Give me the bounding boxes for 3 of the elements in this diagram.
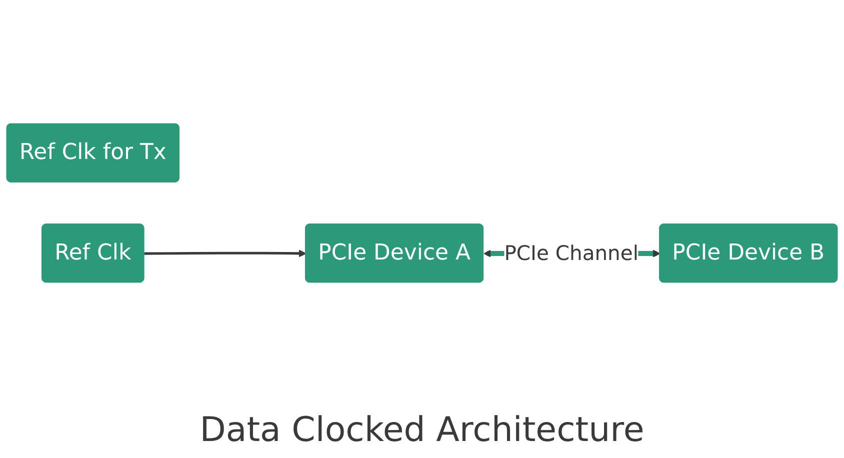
flowchart: PCIe Device A PCIe Device B Ref Clk for Tx Ref Clk PCIe Channel bbox=[0, 117, 844, 289]
caption: Data Clocked Architecture bbox=[200, 409, 644, 452]
arrow bbox=[144, 250, 306, 258]
